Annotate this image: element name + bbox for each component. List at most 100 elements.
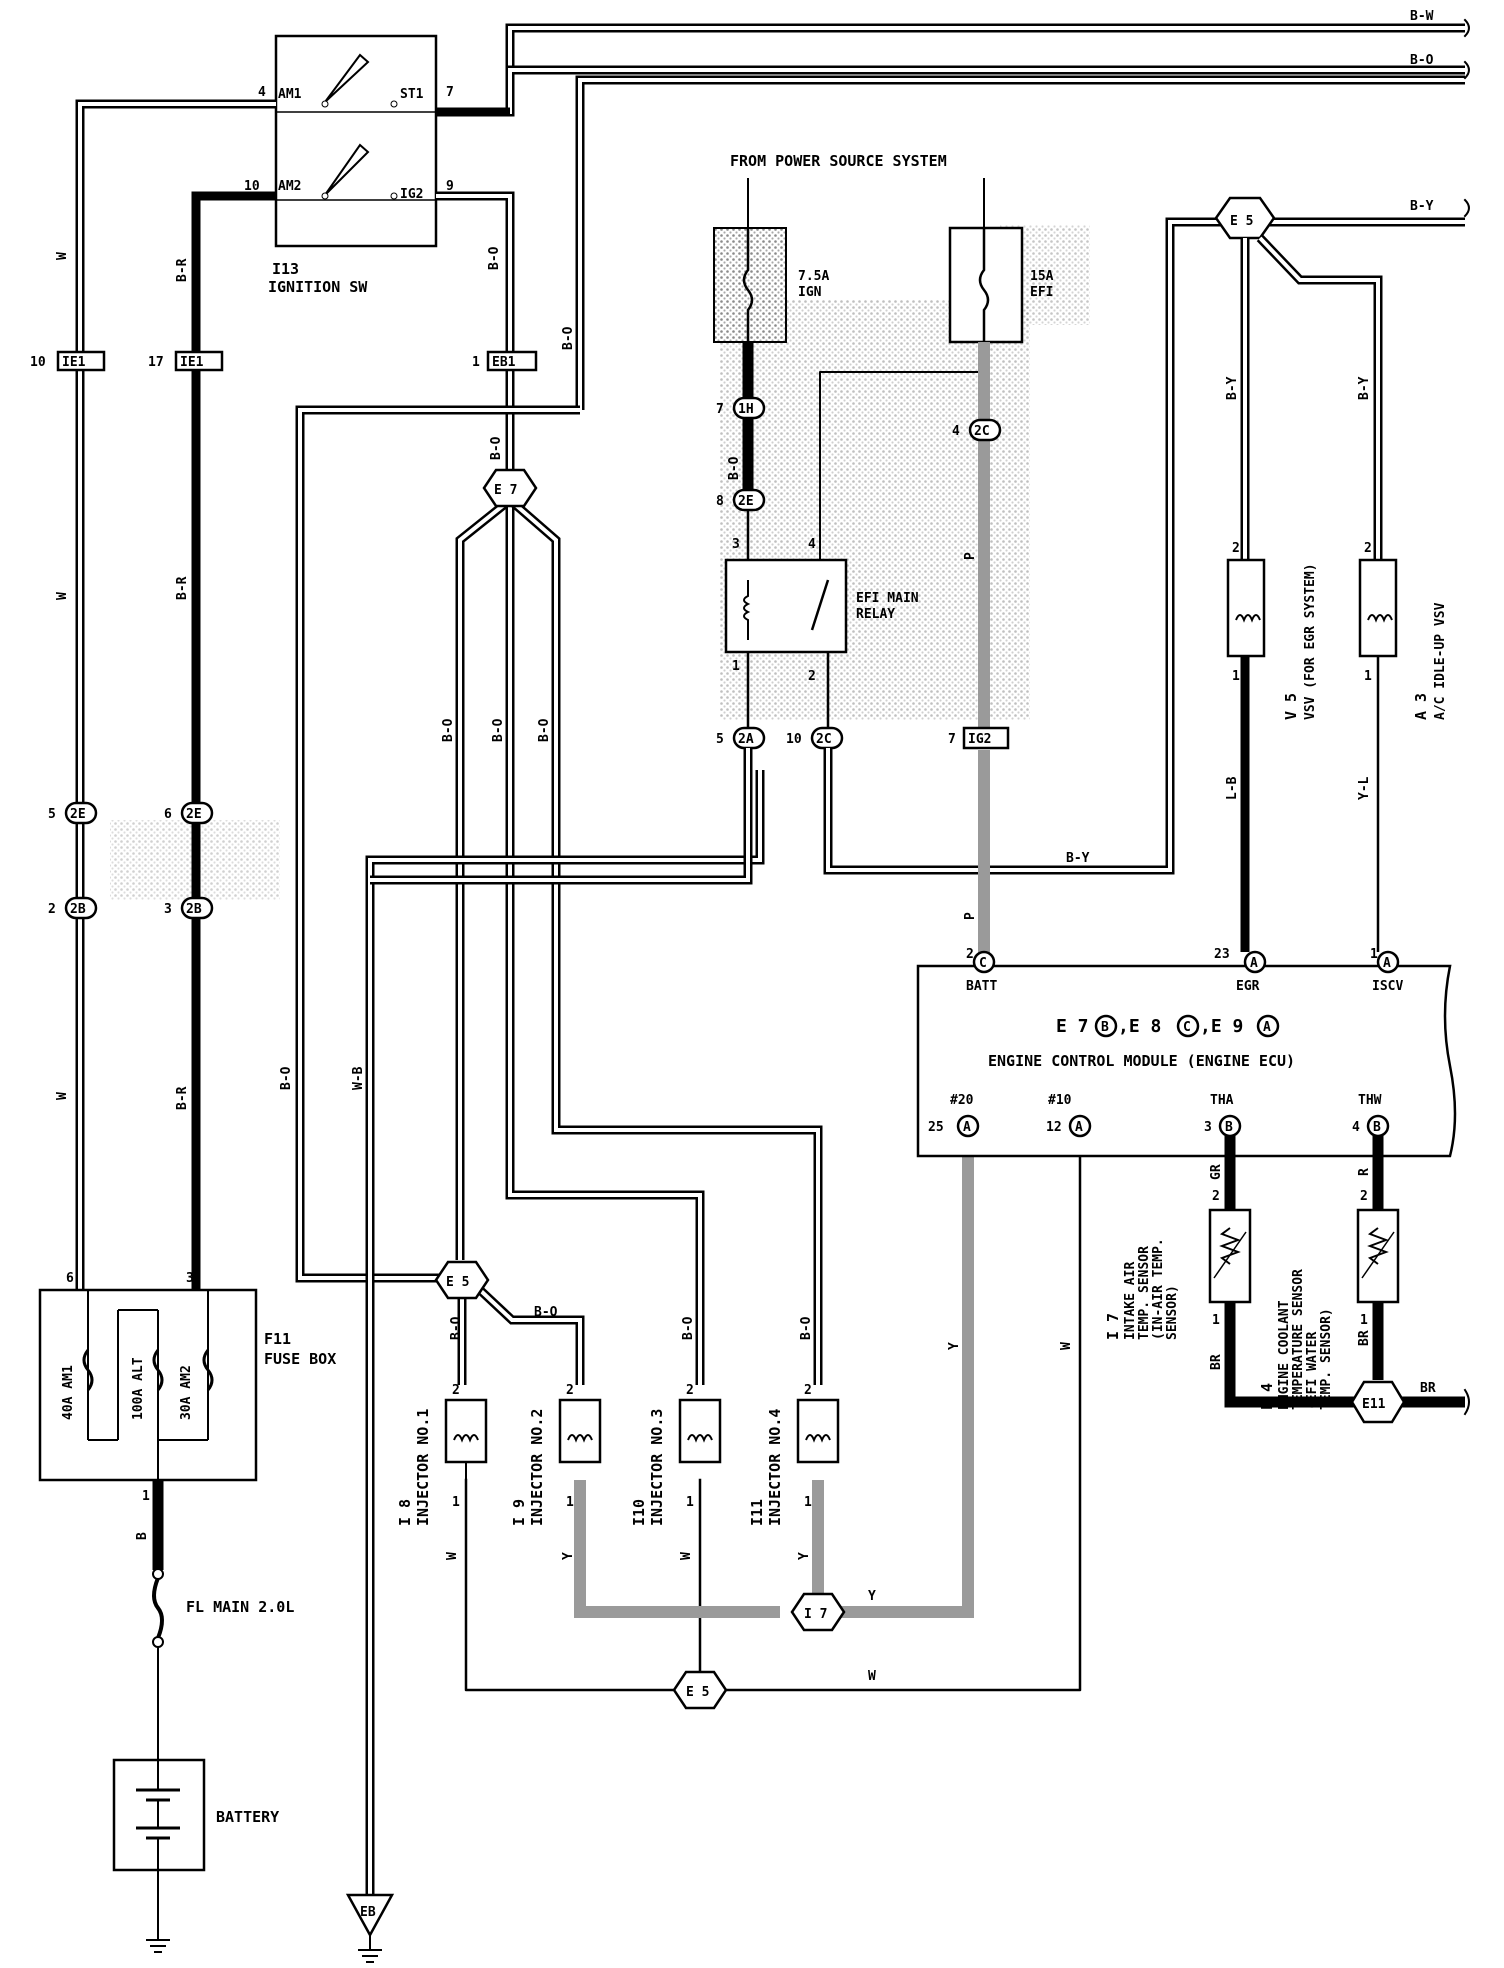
wire-label: Y — [561, 1552, 576, 1560]
fl-main-label: FL MAIN 2.0L — [186, 1598, 294, 1616]
connector-2a: 2A 5 — [716, 726, 766, 750]
svg-text:TEMPERATURE SENSOR: TEMPERATURE SENSOR — [1291, 1269, 1306, 1410]
wire-label: B-O — [449, 1316, 464, 1340]
wire-label: B — [135, 1532, 150, 1540]
wire-label: B-Y — [1410, 199, 1434, 214]
wire-label: B-O — [487, 246, 502, 270]
svg-text:7: 7 — [716, 402, 724, 417]
svg-text:30A AM2: 30A AM2 — [179, 1365, 194, 1420]
svg-text:2: 2 — [808, 669, 816, 684]
svg-text:1: 1 — [732, 659, 740, 674]
connector-ie1: IE1 10 — [30, 350, 106, 372]
svg-text:3: 3 — [164, 902, 172, 917]
svg-text:(IN-AIR TEMP.: (IN-AIR TEMP. — [1151, 1238, 1166, 1340]
battery — [112, 1758, 206, 1953]
splice-i7: I 7 — [790, 1592, 846, 1632]
splice-e5: E 5 — [434, 1260, 490, 1300]
svg-text:3: 3 — [732, 537, 740, 552]
svg-text:2: 2 — [1212, 1189, 1220, 1204]
svg-text:5: 5 — [48, 807, 56, 822]
wire-label: P — [963, 912, 978, 920]
svg-text:1: 1 — [1370, 947, 1378, 962]
wire-label: BR — [1209, 1354, 1224, 1370]
connector-2e: 2E 6 — [164, 801, 214, 825]
svg-text:THW: THW — [1358, 1093, 1382, 1108]
svg-text:RELAY: RELAY — [856, 607, 895, 622]
svg-text:INJECTOR NO.4: INJECTOR NO.4 — [766, 1409, 784, 1526]
wire-label: B-Y — [1225, 376, 1240, 400]
engine-ecu: C A A 2 23 1 BATT EGR ISCV E 7 B ,E 8 C … — [916, 947, 1457, 1158]
svg-text:6: 6 — [66, 1271, 74, 1286]
svg-text:7.5A: 7.5A — [798, 269, 829, 284]
fuse-box-id: F11 — [264, 1330, 291, 1348]
svg-text:2: 2 — [1360, 1189, 1368, 1204]
svg-text:2: 2 — [804, 1383, 812, 1398]
wire-label: W — [445, 1552, 460, 1560]
switch-st1-label: ST1 — [400, 87, 424, 102]
svg-text:12: 12 — [1046, 1120, 1062, 1135]
wire-label: W — [55, 592, 70, 600]
wire-label: GR — [1209, 1164, 1224, 1180]
svg-text:2B: 2B — [70, 902, 86, 917]
svg-text:4: 4 — [952, 424, 960, 439]
svg-text:2E: 2E — [186, 807, 202, 822]
svg-text:INJECTOR NO.1: INJECTOR NO.1 — [414, 1409, 432, 1526]
switch-ig2-label: IG2 — [400, 187, 423, 202]
switch-am1-label: AM1 — [278, 87, 302, 102]
switch-name: IGNITION SW — [268, 278, 368, 296]
wire-label: B-O — [489, 436, 504, 460]
svg-text:4: 4 — [808, 537, 816, 552]
svg-text:C: C — [1183, 1020, 1191, 1035]
svg-text:EFI MAIN: EFI MAIN — [856, 591, 919, 606]
injector-2: 2 1 I 9 INJECTOR NO.2 — [510, 1383, 602, 1526]
fuse-ign: 7.5A IGN — [713, 227, 829, 343]
svg-text:A: A — [1075, 1120, 1083, 1135]
svg-text:INTAKE AIR: INTAKE AIR — [1123, 1262, 1138, 1340]
svg-text:ENGINE COOLANT: ENGINE COOLANT — [1277, 1300, 1292, 1410]
svg-text:I10: I10 — [630, 1499, 648, 1526]
wire-label: B-Y — [1066, 851, 1090, 866]
svg-text:#10: #10 — [1048, 1093, 1072, 1108]
svg-text:2: 2 — [452, 1383, 460, 1398]
connector-2c: 2C 10 — [786, 726, 844, 750]
wire-label: W — [55, 1092, 70, 1100]
wire-label: B-O — [491, 718, 506, 742]
wire-label: B-O — [534, 1305, 558, 1320]
svg-text:EB1: EB1 — [492, 355, 516, 370]
svg-text:EB: EB — [360, 1905, 376, 1920]
vsv-idle-up: 2 1 A 3 A/C IDLE-UP VSV — [1358, 541, 1448, 720]
wire-label: P — [963, 552, 978, 560]
sensor-coolant-temp: 2 1 E 4 ENGINE COOLANT TEMPERATURE SENSO… — [1258, 1189, 1400, 1410]
svg-text:E 5: E 5 — [1230, 214, 1253, 229]
fuse-efi: 15A EFI — [948, 226, 1054, 344]
svg-text:10: 10 — [30, 355, 46, 370]
connector-ig2: IG2 7 — [948, 726, 1010, 750]
wire-label: B-O — [441, 718, 456, 742]
svg-text:1: 1 — [686, 1495, 694, 1510]
svg-text:2: 2 — [966, 947, 974, 962]
svg-text:2: 2 — [1232, 541, 1240, 556]
efi-main-relay: 3 4 1 2 EFI MAIN RELAY — [724, 537, 919, 684]
wire-label: W — [1059, 1342, 1074, 1350]
injector-4: 2 1 I11 INJECTOR NO.4 — [748, 1383, 840, 1526]
svg-text:25: 25 — [928, 1120, 944, 1135]
svg-text:IGN: IGN — [798, 285, 822, 300]
wire-label: Y — [797, 1552, 812, 1560]
svg-text:E 5: E 5 — [686, 1685, 709, 1700]
wire-label: W — [55, 252, 70, 260]
svg-text:A: A — [963, 1120, 971, 1135]
svg-text:1: 1 — [472, 355, 480, 370]
svg-text:3: 3 — [1204, 1120, 1212, 1135]
svg-text:E 5: E 5 — [446, 1275, 469, 1290]
fuse-box-name: FUSE BOX — [264, 1350, 336, 1368]
svg-text:I 7: I 7 — [1104, 1313, 1122, 1340]
svg-text:A 3: A 3 — [1412, 693, 1430, 720]
connector-eb1: EB1 1 — [472, 350, 538, 372]
wire-label: B-Y — [1357, 376, 1372, 400]
svg-text:ENGINE CONTROL MODULE (ENGINE: ENGINE CONTROL MODULE (ENGINE ECU) — [988, 1052, 1295, 1070]
svg-text:#20: #20 — [950, 1093, 974, 1108]
splice-e7: E 7 — [482, 468, 538, 508]
svg-text:IE1: IE1 — [180, 355, 204, 370]
svg-text:1: 1 — [1360, 1313, 1368, 1328]
svg-text:1: 1 — [1212, 1313, 1220, 1328]
